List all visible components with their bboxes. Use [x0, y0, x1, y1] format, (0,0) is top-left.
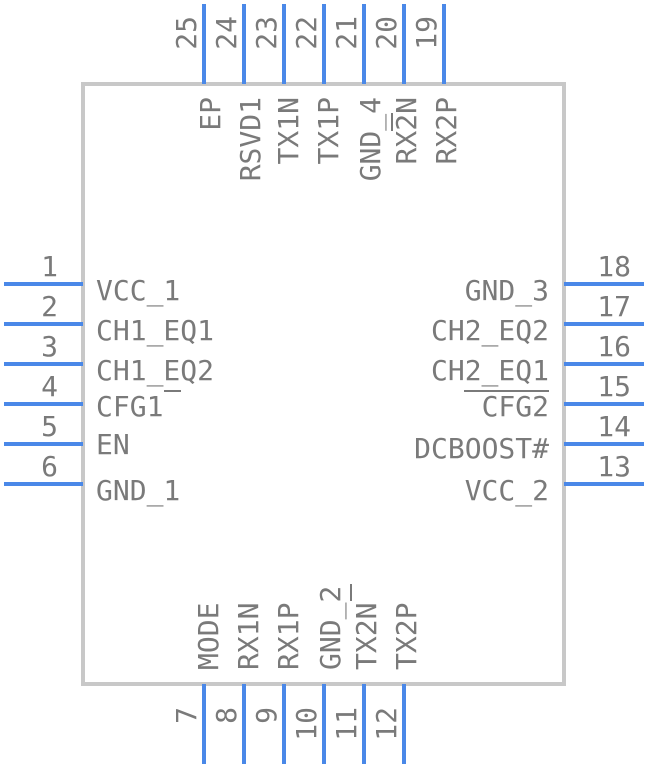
pin-10: 10 GND_2 — [290, 586, 348, 764]
pin-20: 20 RX2N — [370, 4, 423, 164]
pin-label: CH1_EQ2 — [96, 354, 214, 388]
pin-label: RX1P — [272, 603, 305, 670]
pin-label: RX1N — [232, 603, 265, 670]
pin-number: 4 — [41, 370, 58, 403]
pin-number: 2 — [41, 290, 58, 323]
pin-number: 3 — [41, 330, 58, 363]
pin-label: DCBOOST# — [414, 432, 549, 465]
pin-number: 5 — [41, 410, 58, 443]
pin-label: GND_3 — [465, 274, 549, 308]
pin-label: CH2_EQ1 — [431, 354, 549, 388]
pin-label: VCC_2 — [465, 474, 549, 508]
top-pins: 25 EP 24 RSVD1 23 TX1N 22 TX1P 21 GND_4 … — [170, 4, 463, 181]
pin-number: 13 — [597, 450, 631, 483]
pin-19: 19 RX2P — [410, 4, 463, 164]
pin-6: 6 GND_1 — [4, 450, 180, 508]
pin-label: VCC_1 — [96, 274, 180, 308]
pin-number: 12 — [370, 707, 403, 741]
pin-number: 22 — [290, 16, 323, 50]
pin-number: 15 — [597, 370, 631, 403]
pin-label: CFG2 — [482, 390, 549, 423]
pin-25: 25 EP — [170, 4, 227, 131]
pin-label: TX1N — [272, 97, 305, 164]
ic-body — [81, 82, 566, 686]
pin-number: 25 — [170, 16, 203, 50]
pin-21: 21 GND_4 — [330, 4, 388, 181]
pin-label: TX2P — [390, 603, 423, 670]
pin-label: CH2_EQ2 — [431, 314, 549, 348]
right-pins: 18 GND_3 17 CH2_EQ2 16 CH2_EQ1 15 CFG2 1… — [414, 250, 644, 508]
pin-label: TX2N — [350, 603, 383, 670]
pin-label: EP — [194, 97, 227, 131]
pin-number: 8 — [210, 707, 243, 724]
pin-11: 11 TX2N — [330, 584, 383, 764]
pin-number: 24 — [210, 16, 243, 50]
pin-8: 8 RX1N — [210, 603, 265, 764]
pin-24: 24 RSVD1 — [210, 4, 267, 181]
bottom-pins: 7 MODE 8 RX1N 9 RX1P 10 GND_2 11 TX2N 12… — [170, 584, 423, 764]
pin-number: 10 — [290, 707, 323, 741]
pin-number: 23 — [250, 16, 283, 50]
pin-label: CH1_EQ1 — [96, 314, 214, 348]
pin-number: 7 — [170, 707, 203, 724]
pin-number: 21 — [330, 16, 363, 50]
pin-23: 23 TX1N — [250, 4, 305, 164]
pin-5: 5 EN — [4, 410, 130, 461]
pin-label: RX2N — [390, 97, 423, 164]
pin-number: 9 — [250, 707, 283, 724]
pin-label: EN — [96, 428, 130, 461]
pin-2: 2 CH1_EQ1 — [4, 290, 214, 348]
pin-number: 17 — [597, 290, 631, 323]
pin-label: GND_4 — [354, 97, 388, 181]
pin-4: 4 CFG1 — [4, 370, 181, 423]
pin-1: 1 VCC_1 — [4, 250, 180, 308]
pin-number: 14 — [597, 410, 631, 443]
pin-number: 18 — [597, 250, 631, 283]
pin-14: 14 DCBOOST# — [414, 410, 644, 465]
pin-label: GND_1 — [96, 474, 180, 508]
pin-7: 7 MODE — [170, 603, 225, 764]
pin-label: GND_2 — [314, 586, 348, 670]
pin-9: 9 RX1P — [250, 603, 305, 764]
pin-label: RX2P — [430, 97, 463, 164]
pin-label: MODE — [192, 603, 225, 670]
pin-number: 16 — [597, 330, 631, 363]
pin-label: CFG1 — [96, 390, 163, 423]
pin-15: 15 CFG2 — [464, 370, 644, 423]
pin-number: 1 — [41, 250, 58, 283]
pin-17: 17 CH2_EQ2 — [431, 290, 644, 348]
pin-label: RSVD1 — [234, 97, 267, 181]
pin-18: 18 GND_3 — [465, 250, 644, 308]
left-pins: 1 VCC_1 2 CH1_EQ1 3 CH1_EQ2 4 CFG1 5 EN … — [4, 250, 214, 508]
pin-number: 20 — [370, 16, 403, 50]
pin-13: 13 VCC_2 — [465, 450, 644, 508]
pin-number: 6 — [41, 450, 58, 483]
pin-12: 12 TX2P — [370, 603, 423, 764]
pin-number: 11 — [330, 707, 363, 741]
pin-22: 22 TX1P — [290, 4, 345, 164]
pin-label: TX1P — [312, 97, 345, 164]
pin-16: 16 CH2_EQ1 — [431, 330, 644, 388]
pin-number: 19 — [410, 16, 443, 50]
pin-3: 3 CH1_EQ2 — [4, 330, 214, 388]
